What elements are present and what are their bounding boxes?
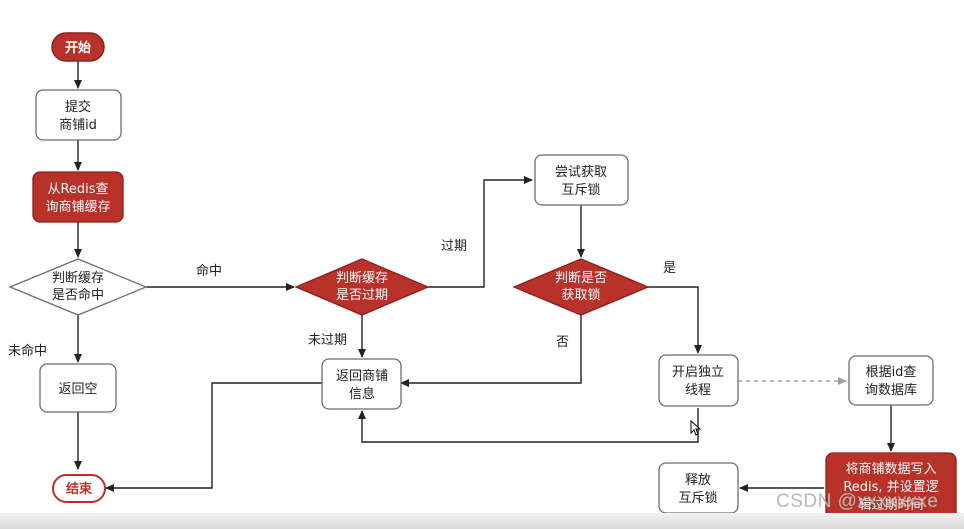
return-info-node — [321, 358, 402, 410]
edge-label-not-expired: 未过期 — [308, 333, 347, 348]
query-cache-node — [32, 171, 124, 223]
cache-hit-label-2: 是否命中 — [52, 287, 104, 303]
edges — [74, 61, 895, 492]
edge-return-info-to-end — [105, 382, 322, 492]
got-lock-label-2: 获取锁 — [561, 287, 600, 303]
is-expired-label-1: 判断缓存 — [336, 271, 388, 286]
edge-label-no: 否 — [556, 335, 569, 350]
write-redis-label-1: 将商铺数据写入 — [845, 462, 936, 477]
start-thread-label-1: 开启独立 — [672, 365, 724, 380]
return-empty-label: 返回空 — [58, 382, 97, 397]
edge-no-to-return-info — [400, 315, 582, 387]
try-lock-label-1: 尝试获取 — [555, 165, 607, 180]
query-cache-label-1: 从Redis查 — [47, 182, 108, 197]
edge-label-yes: 是 — [663, 261, 676, 276]
edge-label-expired: 过期 — [441, 239, 467, 254]
start-thread-node — [658, 354, 739, 407]
got-lock-label-1: 判断是否 — [555, 271, 607, 286]
query-cache-label-2: 询商铺缓存 — [45, 200, 110, 215]
cache-hit-label-1: 判断缓存 — [52, 271, 104, 286]
edge-label-miss: 未命中 — [8, 343, 47, 359]
query-db-label-2: 询数据库 — [865, 382, 917, 398]
try-lock-node — [534, 154, 629, 206]
submit-node — [35, 89, 122, 141]
cache-hit-decision — [8, 258, 148, 316]
mouse-cursor-icon — [690, 420, 702, 436]
submit-label-2: 商铺id — [59, 118, 97, 133]
release-lock-label-2: 互斥锁 — [678, 490, 717, 506]
end-label: 结束 — [66, 481, 93, 497]
return-info-label-1: 返回商铺 — [336, 369, 388, 384]
write-redis-label-3: 辑过期时间 — [858, 498, 923, 513]
edge-expired-to-try-lock — [428, 176, 533, 288]
is-expired-decision — [294, 258, 430, 316]
release-lock-label-1: 释放 — [685, 473, 711, 488]
watermark: CSDN @xxxxxxxe — [776, 491, 939, 512]
start-thread-label-2: 线程 — [685, 383, 711, 398]
return-info-label-2: 信息 — [349, 386, 375, 402]
query-db-label-1: 根据id查 — [866, 365, 917, 380]
end-node — [52, 474, 106, 503]
edge-label-hit: 命中 — [196, 263, 222, 279]
write-redis-label-2: Redis, 并设置逻 — [843, 480, 938, 495]
is-expired-label-2: 是否过期 — [336, 288, 388, 303]
bottom-strip — [0, 513, 964, 529]
return-empty-node — [39, 363, 117, 413]
edge-thread-back-to-return-info — [358, 408, 699, 443]
try-lock-label-2: 互斥锁 — [561, 182, 600, 198]
start-label: 开始 — [65, 40, 91, 56]
submit-label-1: 提交 — [65, 99, 91, 115]
got-lock-decision — [512, 258, 650, 316]
query-db-node — [848, 355, 934, 406]
start-node — [51, 32, 105, 62]
edge-yes-to-start-thread — [648, 286, 702, 354]
